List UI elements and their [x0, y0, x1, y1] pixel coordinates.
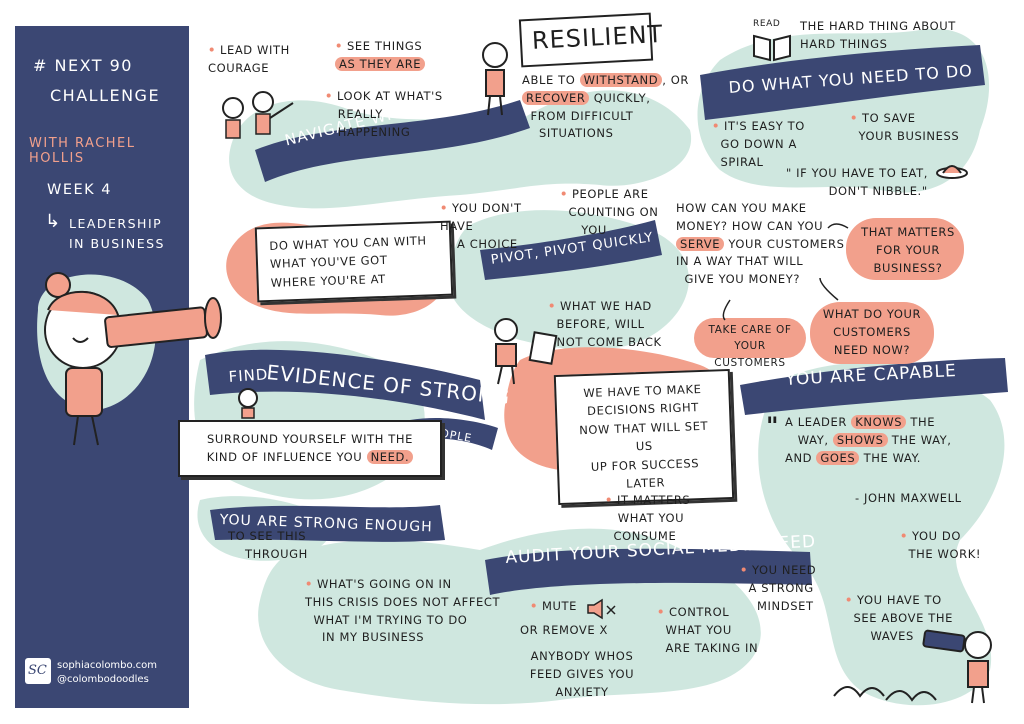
- resilient-title-box: Resilient: [518, 12, 664, 68]
- topic-line2: in business: [69, 236, 165, 251]
- connector-arrows: [722, 223, 849, 321]
- or-remove-text: or remove X: [520, 623, 609, 637]
- waves-icon: [833, 686, 937, 702]
- see-above-waves-text: •You have to see above the waves: [845, 593, 953, 643]
- challenge-title-line1: # Next 90: [33, 56, 133, 75]
- social-handle[interactable]: @colombodoodles: [57, 674, 149, 685]
- resilient-definition: Able to withstand, or recover quickly, f…: [522, 73, 689, 141]
- customers-need-bubble: What do your customers need now?: [810, 302, 934, 364]
- food-dish-icon: [936, 165, 968, 179]
- it-matters-consume-text: •It matters what you consume: [605, 493, 691, 543]
- eat-quote-text: " If you have to eat, don't nibble.": [786, 166, 928, 198]
- logo-badge: SC: [25, 658, 51, 684]
- decisions-box: We have to make decisions right now that…: [553, 368, 735, 506]
- see-this-through-text: To see this through: [228, 529, 308, 561]
- website-link[interactable]: sophiacolombo.com: [57, 660, 157, 671]
- logo-initials: SC: [28, 663, 47, 678]
- book-title: The hard thing about hard things: [800, 19, 956, 51]
- spyglass-person-illustration: [922, 629, 992, 704]
- resilient-figure-illustration: [482, 42, 508, 116]
- matters-bubble: That matters for your business?: [846, 218, 964, 280]
- crisis-does-not-affect-text: •What's going on in this crisis does not…: [305, 577, 501, 645]
- resilient-title: Resilient: [531, 19, 664, 55]
- anybody-anxiety-text: anybody whos feed gives you anxiety: [529, 649, 635, 699]
- see-things-text: •See things as they are: [335, 38, 455, 74]
- look-at-reality-text: •Look at what's really happening: [325, 89, 443, 139]
- take-care-bubble: Take care of your customers: [694, 318, 806, 369]
- capable-quote-mark: ": [766, 412, 779, 440]
- read-label: Read: [753, 19, 781, 29]
- control-intake-text: •Control what you are taking in: [657, 605, 759, 655]
- topic-arrow-icon: ↳: [45, 211, 62, 232]
- host-name: With Rachel Hollis: [29, 136, 136, 166]
- mute-speaker-icon: [587, 598, 616, 620]
- girl-with-telescope-illustration: [37, 272, 222, 446]
- save-business-text: •To save your business: [850, 111, 960, 143]
- strong-mindset-text: •You need a strong mindset: [740, 563, 817, 613]
- topic-line1: Leadership: [69, 216, 163, 231]
- two-people-illustration: [222, 91, 294, 139]
- challenge-title-line2: Challenge: [50, 86, 161, 105]
- you-do-the-work-text: •You do the work!: [900, 529, 982, 561]
- do-what-you-can-box: Do what you can with what you've got whe…: [254, 220, 454, 303]
- easy-to-spiral-text: •It's easy to go down a spiral: [712, 119, 805, 169]
- what-we-had-text: •What we had before, will not come back: [548, 299, 662, 349]
- no-choice-text: •You don't have a choice: [440, 201, 522, 251]
- mute-text: •Mute: [530, 599, 577, 613]
- leader-quote: A leader knows the way, shows the way, a…: [785, 415, 952, 465]
- remove-x-icon: X: [599, 623, 609, 637]
- make-money-question: How can you make money? How can you serv…: [676, 201, 845, 287]
- person-with-paper-illustration: [494, 318, 558, 385]
- people-counting-text: •People are counting on you: [560, 187, 659, 237]
- surround-yourself-box: Surround yourself with the kind of influ…: [178, 420, 442, 477]
- banner-find: Find: [228, 365, 269, 386]
- quote-author: - John Maxwell: [855, 491, 962, 505]
- book-icon: [753, 34, 791, 62]
- week-label: Week 4: [47, 182, 113, 198]
- hanging-person-illustration: [238, 388, 258, 419]
- lead-with-courage-text: •Lead with courage: [208, 43, 290, 75]
